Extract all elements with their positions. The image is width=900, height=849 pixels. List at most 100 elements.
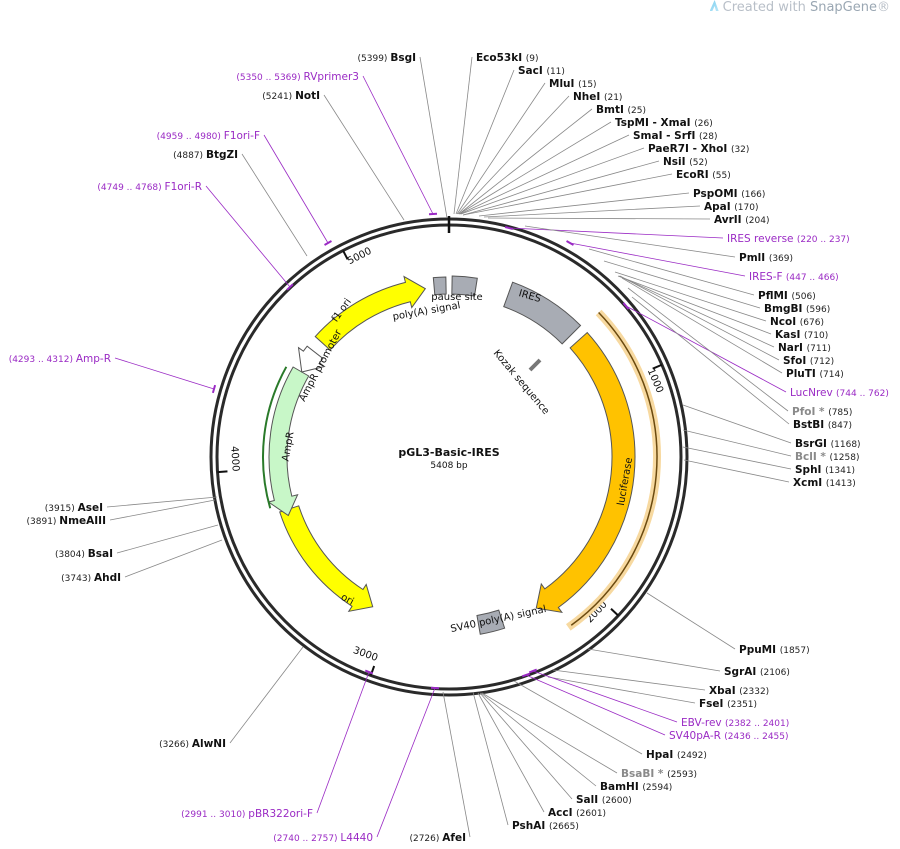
restriction-site-label: BmtI (25) [596,104,646,116]
site-position: (847) [828,421,852,431]
leader-line [109,499,216,521]
leader-line [442,691,471,838]
leader-line [419,56,448,219]
pause-site-label: pause site [431,292,482,303]
leader-line [646,592,736,650]
primer-binding-mark [364,669,374,675]
leader-line [462,160,660,216]
restriction-site-label: PfoI * (785) [792,406,852,418]
plasmid-name: pGL3-Basic-IRES [398,446,499,459]
leader-line [525,674,666,736]
site-name: pBR322ori-F [248,808,313,820]
site-name: SfoI [783,355,810,367]
site-name: PflMI [758,290,792,302]
restriction-site-label: SmaI - SrfI (28) [633,130,718,142]
leader-line [456,82,546,215]
site-name: SalI [576,794,602,806]
site-name: PluTI [786,368,820,380]
site-position: (2332) [739,687,769,697]
leader-line [619,275,780,361]
leader-line [487,217,711,220]
site-position: (2106) [760,668,790,678]
leader-line [682,404,792,444]
leader-line [552,669,706,691]
site-position: (11) [546,67,564,77]
restriction-site-label: (3266) AlwNI [159,738,226,750]
primer-label: SV40pA-R (2436 .. 2455) [669,730,789,742]
leader-line [479,692,573,800]
restriction-site-label: PshAI (2665) [512,820,579,832]
site-position: (2601) [576,809,606,819]
site-name: RVprimer3 [304,71,360,83]
primer-label: (5350 .. 5369) RVprimer3 [236,71,359,83]
site-name: XbaI [709,685,739,697]
site-name: MluI [549,78,578,90]
leader-line [477,692,545,813]
site-name: NmeAIII [59,515,106,527]
site-name: XcmI [793,477,826,489]
site-name: PmlI [739,252,769,264]
leader-line [455,69,515,215]
site-position: (1341) [825,466,855,476]
restriction-site-label: (3804) BsaI [55,548,113,560]
restriction-site-label: SacI (11) [518,65,565,77]
ori-label: ori [339,592,356,608]
site-name: Eco53kI [476,52,526,64]
leader-line [603,260,761,309]
site-position: (170) [734,203,758,213]
site-name: PaeR7I - XhoI [648,143,731,155]
site-position: (710) [804,331,828,341]
leader-line [124,539,223,578]
site-name: BmtI [596,104,628,116]
leader-line [462,173,673,216]
site-position: (5350 .. 5369) [236,73,303,83]
site-position: (2436 .. 2455) [724,732,788,742]
site-position: (744 .. 762) [836,389,889,399]
leader-line [682,429,792,457]
site-name: NcoI [770,316,800,328]
restriction-site-label: SgrAI (2106) [724,666,790,678]
site-name: NsiI [663,156,689,168]
primer-label: (4959 .. 4980) F1ori-F [157,130,260,142]
primer-binding-mark [286,283,294,291]
restriction-site-label: KasI (710) [775,329,828,341]
primer-label: (2740 .. 2757) L4440 [273,832,373,844]
site-position: (25) [628,106,646,116]
site-position: (3743) [61,574,94,584]
restriction-site-label: PluTI (714) [786,368,844,380]
site-name: NarI [778,342,807,354]
restriction-site-label: BstBI (847) [793,419,852,431]
restriction-site-label: (5399) BsgI [358,52,416,64]
primer-label: EBV-rev (2382 .. 2401) [681,717,789,729]
restriction-site-label: (3915) AseI [45,502,103,514]
ampr-arrow [267,366,310,517]
luciferase-orf-line [570,311,658,626]
restriction-site-label: NheI (21) [573,91,622,103]
leader-line [524,225,736,258]
restriction-site-label: SphI (1341) [795,464,855,476]
leader-line [460,147,645,215]
restriction-site-label: (5241) NotI [262,90,320,102]
restriction-site-label: Eco53kI (9) [476,52,539,64]
site-position: (55) [712,171,730,181]
restriction-site-label: PpuMI (1857) [739,644,810,656]
site-name: AhdI [94,572,121,584]
site-position: (447 .. 466) [786,273,839,283]
site-position: (1857) [780,646,810,656]
ampr-promoter-arrow [297,345,326,373]
primer-label: LucNrev (744 .. 762) [790,387,889,399]
site-name: AlwNI [192,738,226,750]
site-position: (2382 .. 2401) [725,719,789,729]
plasmid-size: 5408 bp [430,461,467,471]
leader-line [116,524,219,554]
site-name: IRES reverse [727,233,797,245]
restriction-site-label: AvrII (204) [714,214,769,226]
site-position: (2600) [602,796,632,806]
restriction-site-label: BamHI (2594) [600,781,672,793]
site-name: KasI [775,329,804,341]
site-name: Amp-R [76,353,111,365]
site-name: BstBI [793,419,828,431]
restriction-site-label: (3743) AhdI [61,572,121,584]
site-position: (4293 .. 4312) [9,355,76,365]
site-position: (4959 .. 4980) [157,132,224,142]
